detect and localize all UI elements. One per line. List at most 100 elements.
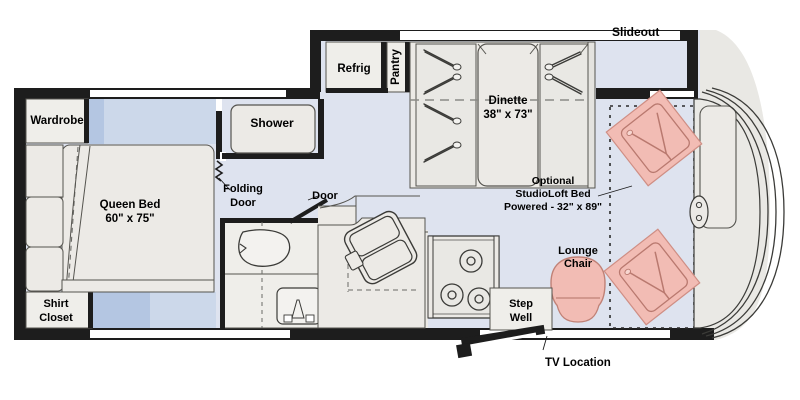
bed-fold-2 [71,145,91,291]
bench-chamfer-3 [579,43,589,55]
entry-door-group[interactable] [456,324,548,359]
labels-group: Wardrobe Queen Bed 60" x 75" Shirt Close… [30,25,659,369]
bathroom-door-leaf[interactable] [288,198,329,224]
window-dinette [400,31,680,40]
step-well[interactable] [489,287,553,331]
label-refrig: Refrig [337,63,370,75]
nightstand-mid[interactable] [25,196,64,248]
label-studioloft-line1: Optional [532,175,575,187]
label-folding-door-line1: Folding [223,183,263,195]
window-front-roadside [650,91,694,97]
wardrobe-divider [84,99,89,143]
cab-group [603,87,785,339]
sink-faucet [344,250,364,271]
seatbelts-left [423,49,457,163]
bed-foot-panel [93,292,150,328]
passenger-seat[interactable] [603,228,701,326]
driver-seat[interactable] [605,89,703,187]
nightstand-lower[interactable] [25,246,64,292]
burner-1[interactable] [459,249,483,273]
wall-rear [14,88,26,340]
windshield-line-3 [711,87,785,339]
sink-bowl-1 [349,215,400,257]
label-lounge-chair-line2: Chair [564,258,593,270]
refrig-base [326,88,388,93]
label-tv-location: TV Location [545,357,611,369]
label-step-well-line2: Well [510,312,532,324]
driver-belt-anchor [626,129,633,136]
label-lounge-chair-line1: Lounge [558,245,598,257]
dinette-end-panel [587,41,596,189]
label-queen-bed-size: 60" x 75" [105,213,154,225]
studioloft-leader [597,185,633,197]
tv-location-leader [542,335,548,351]
bath-wall-gap [216,99,222,111]
burner-3-center [474,294,484,304]
folding-door-symbol [214,160,224,182]
window-curbside-front [480,330,670,338]
shower-pan[interactable] [230,104,316,154]
nightstand-upper[interactable] [25,144,64,198]
wall-roadside-front [596,88,698,99]
cooktop-edge-l [427,235,434,319]
seatbelt-buckles-right [544,63,554,81]
lav-wall-top [220,218,324,223]
wardrobe-side-panel [89,99,104,144]
dinette-table[interactable] [477,43,539,187]
bed-fold-dashed [67,146,79,291]
double-sink[interactable] [335,208,420,290]
label-shirt-closet-line2: Closet [39,312,73,324]
label-studioloft-line3: Powered - 32" x 89" [504,201,602,213]
label-folding-door-line2: Door [230,197,256,209]
lounge-chair-footrest [556,304,600,323]
seatbelt-buckles-left [452,63,462,149]
sink-bowl-2 [361,239,413,281]
cooktop-inner [432,239,496,315]
refrigerator[interactable] [325,41,387,93]
bath-wall-left [216,99,222,159]
lav-wall-left [220,220,225,330]
table-chamfer-1 [477,43,487,55]
dinette-group [409,41,596,189]
label-wardrobe: Wardrobe [30,115,83,127]
burner-1-center [466,256,476,266]
passenger-belt-anchor [624,268,631,275]
label-shirt-closet-line1: Shirt [43,298,68,310]
lavatory-sink[interactable] [238,229,291,267]
lounge-chair[interactable] [550,256,606,323]
window-bed [90,90,286,97]
label-shower: Shower [250,116,294,130]
label-queen-bed: Queen Bed [100,199,161,211]
refrig-divider [381,42,387,92]
shirt-closet-divider [88,292,93,328]
seatbelts-right [549,51,583,95]
bathroom-group [214,99,329,330]
label-step-well-line1: Step [509,298,533,310]
label-dinette-size: 38" x 73" [483,109,532,121]
window-curbside-mid [210,330,270,338]
burner-2[interactable] [440,283,464,307]
bath-wall-bottom [222,153,324,159]
label-studioloft-line2: StudioLoft Bed [515,188,590,200]
label-door: Door [312,190,338,202]
bed-foot-edge [61,279,215,293]
label-slideout: Slideout [612,25,659,39]
wall-slideout-left [310,30,321,92]
door-leader [307,195,319,201]
step-well-group [489,287,553,331]
table-chamfer-2 [529,43,539,55]
windshield-line-2 [705,89,777,337]
folding-door-leader [218,177,231,191]
lav-faucet [239,243,247,254]
steering-wheel [689,195,709,229]
windshield-line-1 [701,91,769,335]
bed-fold-1 [65,144,81,291]
toilet-tank [291,299,305,319]
driver-seatbelt-stem [665,153,672,161]
bedroom-group [25,98,217,329]
driver-seat-cushion [620,103,690,174]
bed-headboard-strip [104,99,217,144]
counter-angled-edge [319,195,420,209]
